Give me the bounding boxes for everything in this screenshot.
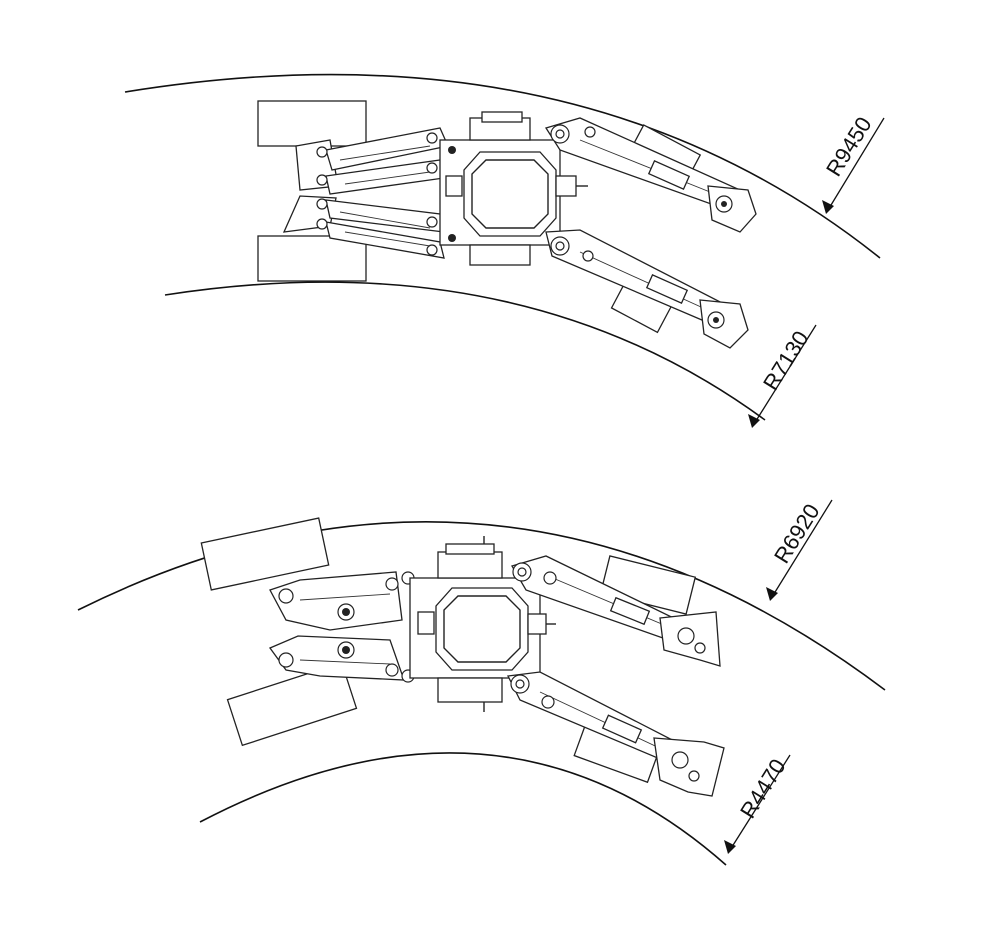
- rear-pad-bottom: [257, 235, 367, 282]
- lower-inner-dimension: R4470: [724, 754, 791, 854]
- lower-central-body: [409, 536, 556, 712]
- rear-linkage-lower: [282, 195, 445, 259]
- lower-rear-links: [268, 571, 415, 683]
- upper-view: R9450 R7130: [124, 73, 885, 428]
- rear-pad-top-lower: [200, 517, 330, 591]
- lower-inner-arc: [199, 752, 727, 866]
- radius-label-r4470: R4470: [735, 754, 791, 822]
- lower-front-arm-bottom: [507, 671, 725, 797]
- upper-outer-dimension: R9450: [821, 112, 885, 214]
- lower-outer-dimension: R6920: [766, 499, 833, 601]
- upper-front-arm-bottom: [545, 229, 749, 349]
- radius-label-r7130: R7130: [758, 326, 814, 394]
- upper-outer-arc: [124, 73, 881, 259]
- upper-inner-dimension: R7130: [748, 324, 817, 428]
- lower-outer-arc: [77, 521, 886, 691]
- upper-front-arm-top: [544, 117, 757, 233]
- upper-inner-arc: [164, 281, 766, 421]
- lower-front-arm-top: [511, 555, 721, 667]
- rear-pad-bottom-lower: [226, 661, 358, 747]
- lower-view: R6920 R4470: [77, 499, 886, 866]
- upper-central-body: [439, 111, 588, 266]
- rear-pad-top: [257, 100, 367, 147]
- radius-label-r9450: R9450: [821, 112, 877, 180]
